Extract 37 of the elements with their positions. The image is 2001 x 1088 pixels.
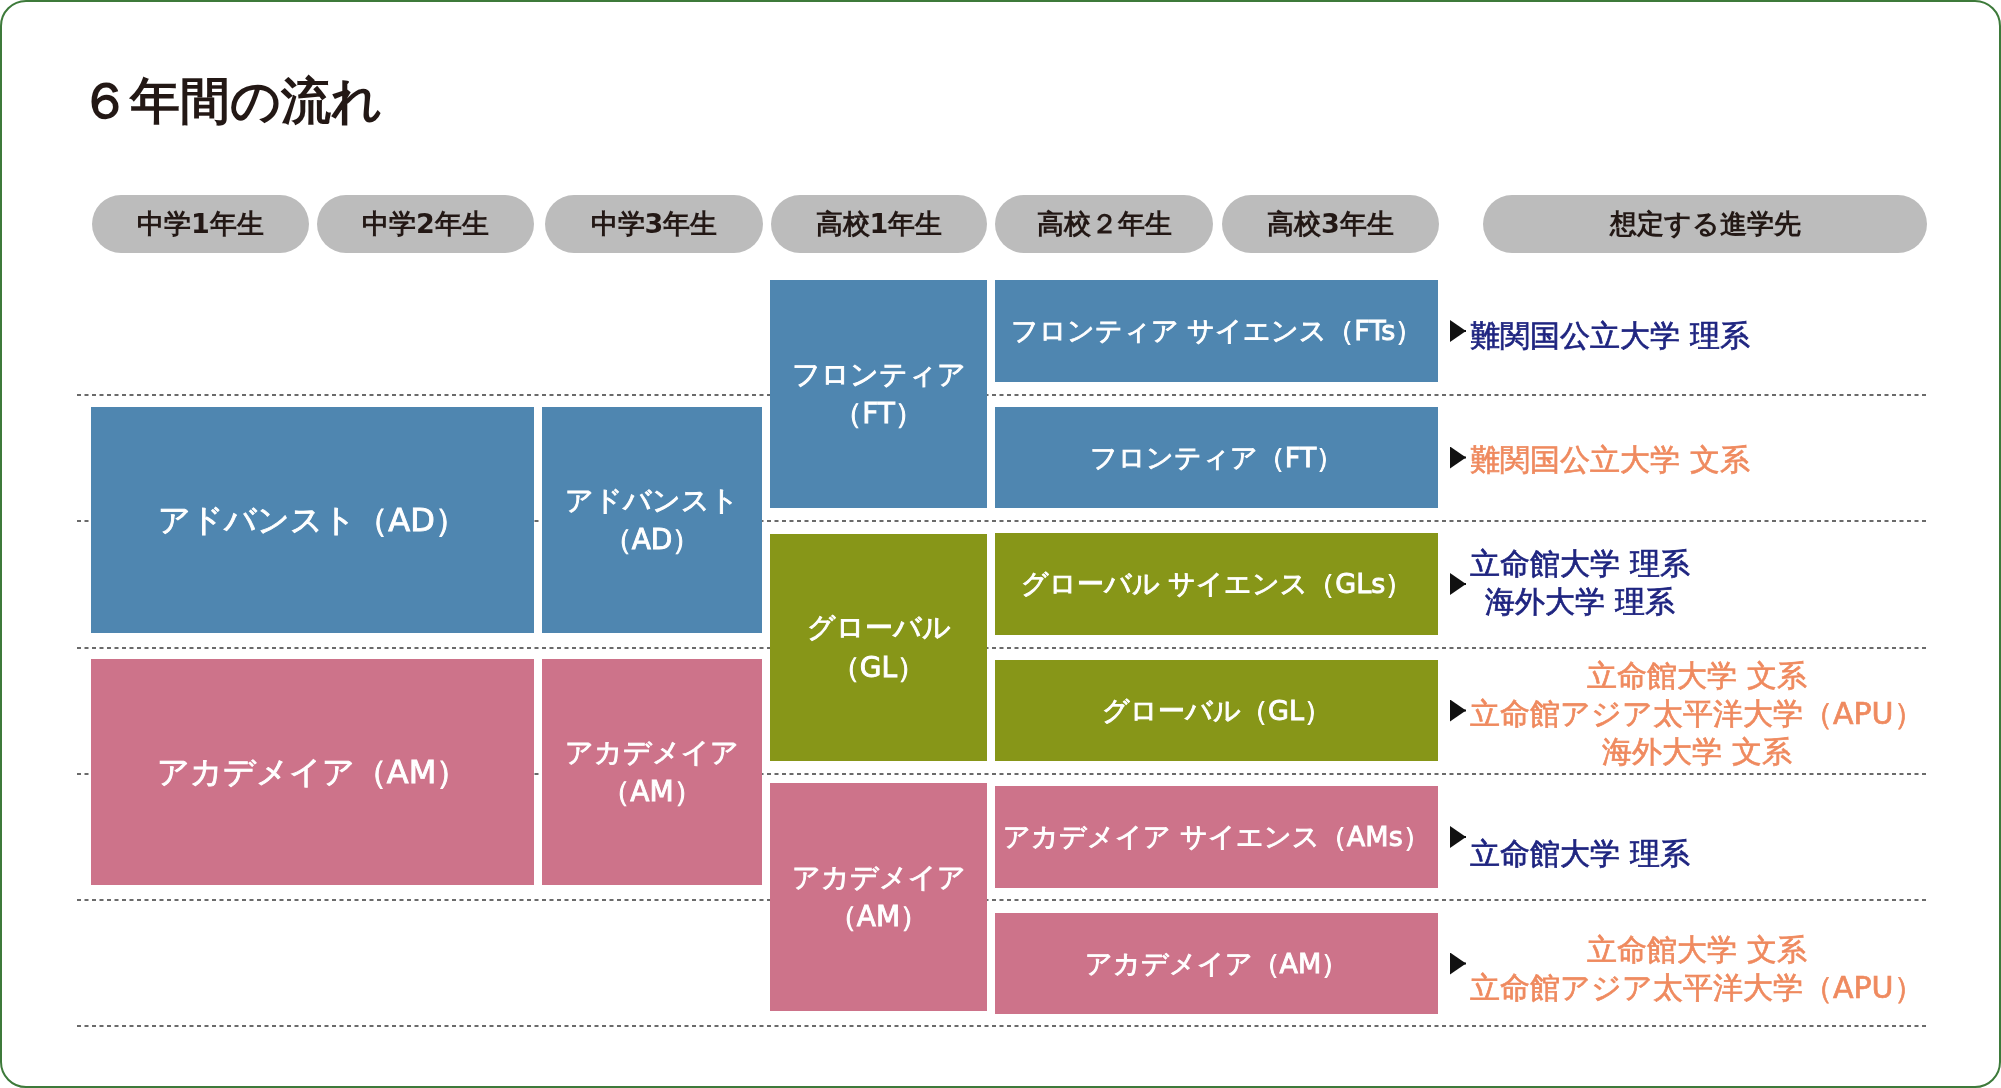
course-box: アカデメイア（AM）: [91, 659, 534, 885]
course-box: アカデメイア（AM）: [995, 913, 1438, 1014]
arrow: [1449, 826, 1467, 848]
destination-text: 立命館大学 理系: [1470, 835, 1690, 873]
course-box: グローバル サイエンス（GLs）: [995, 533, 1438, 635]
course-box: アカデメイア サイエンス（AMs）: [995, 786, 1438, 888]
course-box: アカデメイア（AM）: [770, 783, 987, 1011]
course-box: グローバル（GL）: [995, 660, 1438, 761]
column-header: 中学1年生: [92, 195, 309, 253]
course-box: アドバンスト（AD）: [91, 407, 534, 633]
column-header: 高校２年生: [995, 195, 1213, 253]
course-box: アドバンスト（AD）: [542, 407, 762, 633]
column-header: 想定する進学先: [1483, 195, 1927, 253]
column-header: 高校3年生: [1222, 195, 1439, 253]
destination-text: 海外大学 文系: [1602, 733, 1792, 771]
arrow: [1449, 952, 1467, 975]
destination-text: 立命館大学 文系: [1587, 931, 1807, 969]
destination-text: 海外大学 理系: [1485, 583, 1675, 621]
column-header: 中学2年生: [317, 195, 534, 253]
arrow: [1449, 699, 1467, 722]
column-header: 高校1年生: [771, 195, 987, 253]
course-box: フロンティア（FT）: [995, 407, 1438, 508]
course-box: フロンティア（FT）: [770, 280, 987, 508]
arrow: [1449, 573, 1467, 595]
destination-text: 難関国公立大学 文系: [1470, 441, 1750, 479]
course-box: アカデメイア（AM）: [542, 659, 762, 885]
title: ６年間の流れ: [80, 76, 382, 126]
course-box: グローバル（GL）: [770, 534, 987, 761]
destination-text: 立命館大学 文系: [1587, 657, 1807, 695]
arrow: [1449, 446, 1467, 469]
destination-text: 立命館大学 理系: [1470, 545, 1690, 583]
course-box: フロンティア サイエンス（FTs）: [995, 280, 1438, 382]
column-header: 中学3年生: [545, 195, 763, 253]
arrow: [1449, 320, 1467, 342]
destination-text: 立命館アジア太平洋大学（APU）: [1470, 695, 1924, 733]
destination-text: 立命館アジア太平洋大学（APU）: [1470, 969, 1924, 1007]
destination-text: 難関国公立大学 理系: [1470, 317, 1750, 355]
